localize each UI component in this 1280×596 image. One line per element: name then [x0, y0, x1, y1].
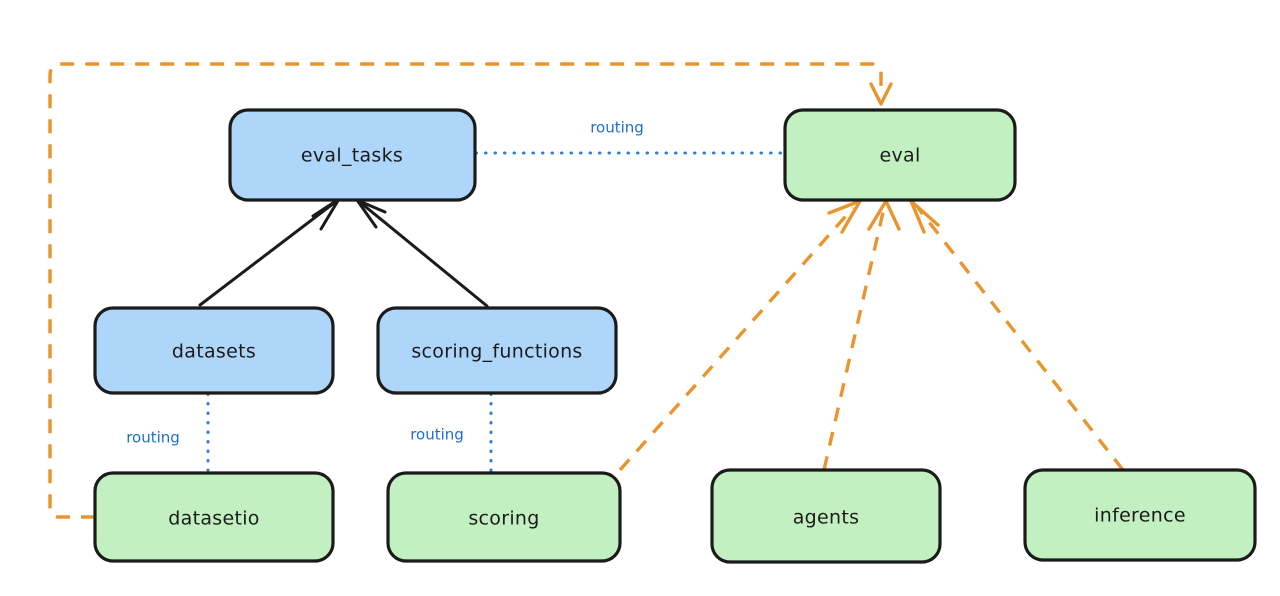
node-datasetio[interactable]: datasetio [93, 471, 335, 563]
edge-label-routing-eval_tasks-eval: routing [590, 119, 644, 137]
node-eval_tasks[interactable]: eval_tasks [228, 108, 477, 202]
node-agents[interactable]: agents [710, 468, 942, 564]
node-scoring[interactable]: scoring [386, 471, 622, 563]
node-inference[interactable]: inference [1023, 468, 1257, 562]
edge-label-routing-datasets-datasetio: routing [126, 429, 180, 447]
node-datasets[interactable]: datasets [93, 306, 335, 395]
edge-datasets-eval_tasks [198, 197, 341, 307]
node-label-eval_tasks: eval_tasks [301, 145, 403, 167]
edge-scoring-eval [618, 199, 862, 472]
node-label-scoring: scoring [468, 508, 539, 530]
node-eval[interactable]: eval [783, 108, 1017, 202]
node-label-eval: eval [879, 145, 920, 167]
edge-datasetio-eval [48, 62, 893, 519]
node-label-datasetio: datasetio [168, 508, 259, 530]
node-label-agents: agents [793, 507, 860, 529]
edge-label-routing-scoring_functions-scoring: routing [410, 426, 464, 444]
edge-inference-eval [909, 199, 1125, 472]
edge-agents-eval [822, 199, 901, 471]
node-label-scoring_functions: scoring_functions [411, 341, 582, 363]
node-label-datasets: datasets [172, 341, 256, 363]
node-scoring_functions[interactable]: scoring_functions [376, 306, 618, 395]
node-label-inference: inference [1094, 505, 1186, 527]
edge-scoring_functions-eval_tasks [355, 198, 489, 308]
